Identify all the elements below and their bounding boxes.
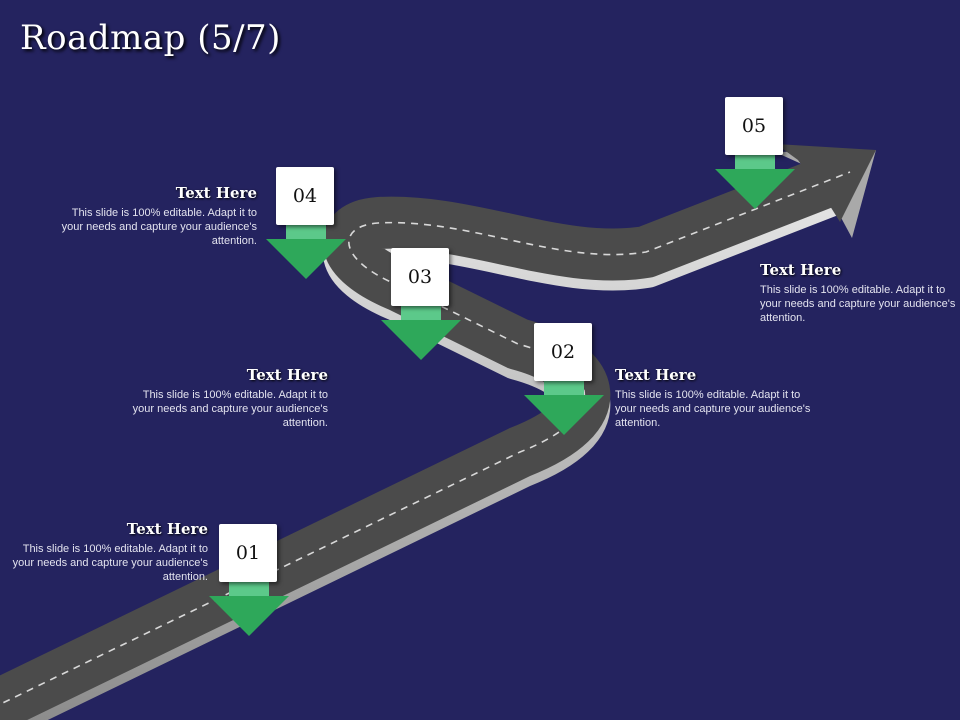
callout-05: Text Here This slide is 100% editable. A… <box>760 261 960 325</box>
marker-01-down-arrow-icon <box>209 582 289 636</box>
marker-03-number: 03 <box>407 266 433 288</box>
marker-04-down-arrow-icon <box>266 225 346 279</box>
callout-05-heading: Text Here <box>760 261 842 279</box>
marker-05-down-arrow-icon <box>715 155 795 209</box>
marker-01-box: 01 <box>219 524 277 582</box>
callout-03-body: This slide is 100% editable. Adapt it to… <box>132 389 328 429</box>
callout-02: Text Here This slide is 100% editable. A… <box>615 366 815 430</box>
callout-01: Text Here This slide is 100% editable. A… <box>8 520 208 584</box>
marker-05-number: 05 <box>741 115 767 137</box>
marker-04-box: 04 <box>276 167 334 225</box>
callout-04: Text Here This slide is 100% editable. A… <box>57 184 257 248</box>
marker-01-number: 01 <box>235 542 261 564</box>
slide-title: Roadmap (5/7) <box>20 18 281 58</box>
callout-03: Text Here This slide is 100% editable. A… <box>128 366 328 430</box>
marker-05-box: 05 <box>725 97 783 155</box>
callout-05-body: This slide is 100% editable. Adapt it to… <box>760 284 956 324</box>
marker-03-box: 03 <box>391 248 449 306</box>
callout-04-body: This slide is 100% editable. Adapt it to… <box>61 207 257 247</box>
callout-01-body: This slide is 100% editable. Adapt it to… <box>12 543 208 583</box>
callout-02-body: This slide is 100% editable. Adapt it to… <box>615 389 811 429</box>
road-arrowhead <box>776 144 876 222</box>
marker-02-box: 02 <box>534 323 592 381</box>
marker-03-down-arrow-icon <box>381 306 461 360</box>
marker-04-number: 04 <box>292 185 318 207</box>
callout-03-heading: Text Here <box>246 366 328 384</box>
callout-02-heading: Text Here <box>615 366 697 384</box>
road-lane-marking <box>0 171 851 706</box>
callout-04-heading: Text Here <box>175 184 257 202</box>
marker-02-down-arrow-icon <box>524 381 604 435</box>
callout-01-heading: Text Here <box>126 520 208 538</box>
marker-02-number: 02 <box>550 341 576 363</box>
